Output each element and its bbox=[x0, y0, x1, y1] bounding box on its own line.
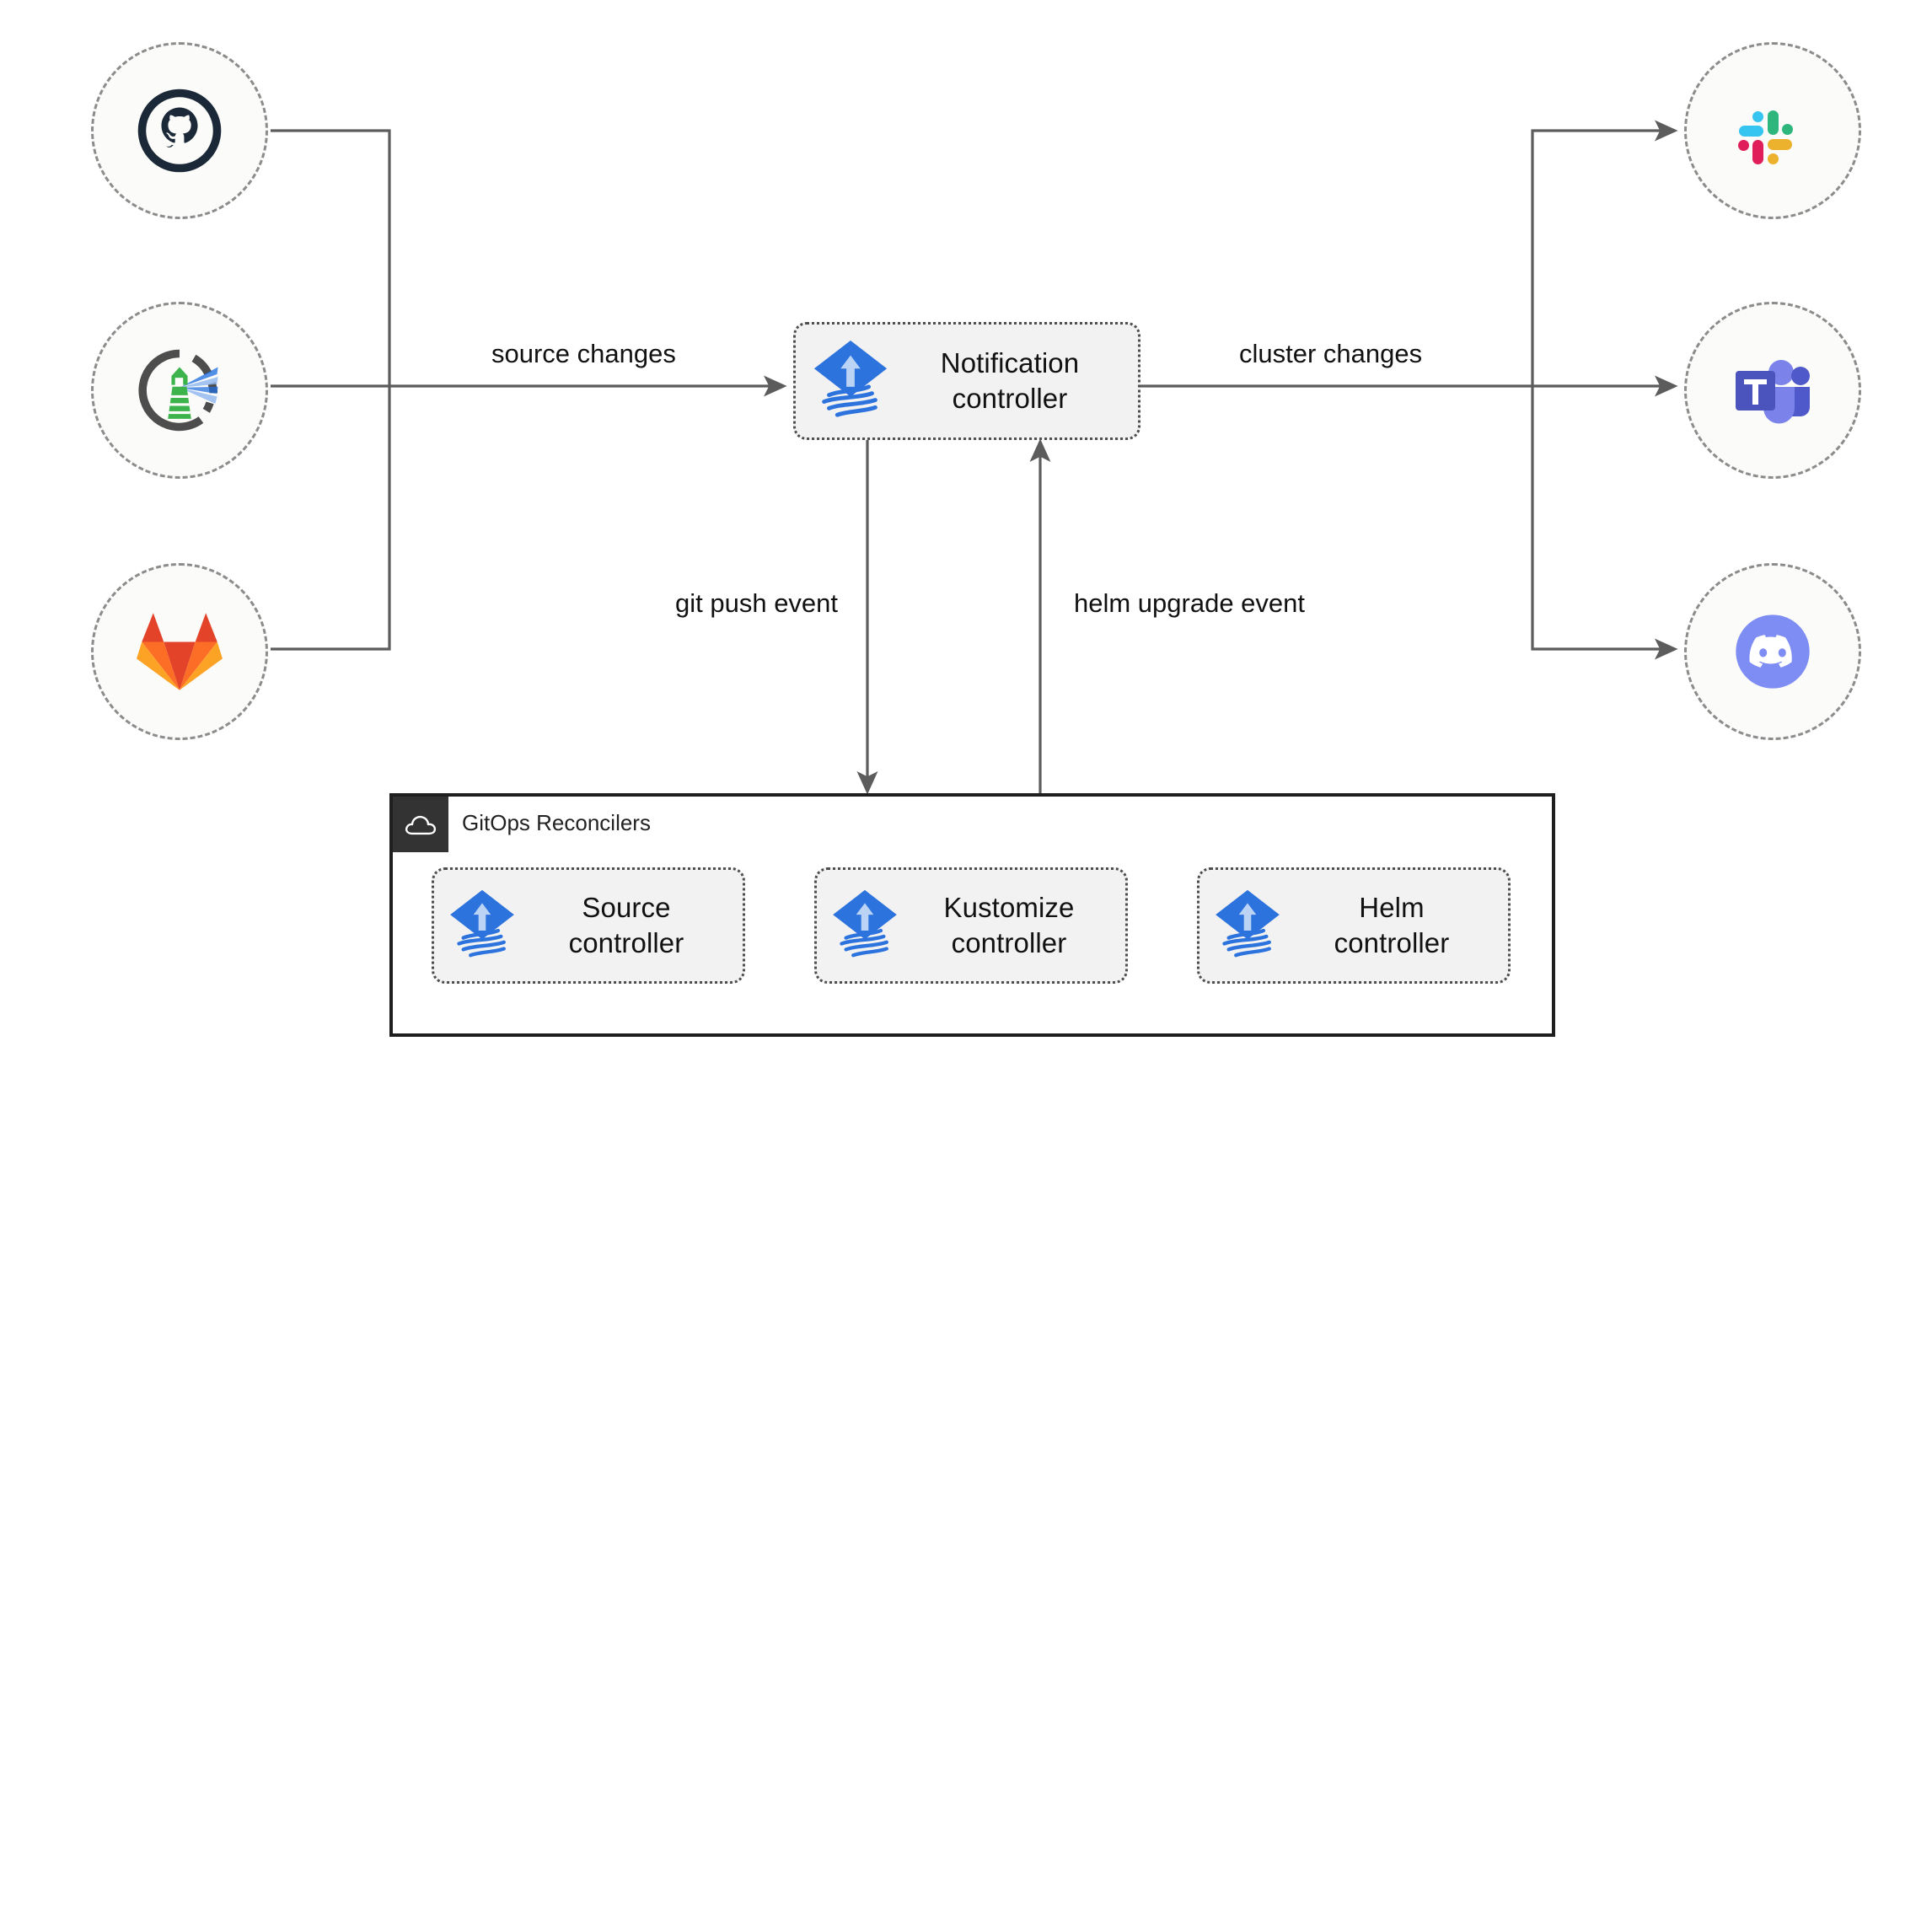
edge-sources-to-notification bbox=[271, 129, 787, 651]
discord-icon bbox=[1736, 614, 1810, 689]
source-node-github[interactable] bbox=[91, 42, 268, 219]
notification-controller-node[interactable]: Notification controller bbox=[793, 322, 1140, 440]
flux-logo-icon-wrap bbox=[829, 887, 901, 964]
teams-circle[interactable] bbox=[1684, 302, 1861, 479]
source-node-flux[interactable] bbox=[91, 302, 268, 479]
teams-icon bbox=[1736, 360, 1810, 424]
cloud-icon bbox=[405, 815, 437, 835]
github-circle[interactable] bbox=[91, 42, 268, 219]
cloud-icon-chip bbox=[393, 797, 448, 852]
github-icon bbox=[137, 89, 222, 173]
flux-logo-icon bbox=[1216, 889, 1280, 958]
edge-label-source-changes: source changes bbox=[491, 339, 676, 368]
slack-circle[interactable] bbox=[1684, 42, 1861, 219]
flux-logo-icon bbox=[813, 340, 888, 417]
discord-circle[interactable] bbox=[1684, 563, 1861, 740]
flux-lighthouse-icon bbox=[138, 349, 218, 432]
notification-controller-label: Notification controller bbox=[940, 347, 1080, 414]
flux-logo-icon-wrap bbox=[809, 337, 892, 425]
target-node-slack[interactable] bbox=[1684, 42, 1861, 219]
edge-label-git-push-event: git push event bbox=[675, 588, 839, 618]
slack-icon bbox=[1738, 110, 1793, 164]
edge-label-cluster-changes: cluster changes bbox=[1239, 339, 1423, 368]
flux-logo-icon bbox=[833, 889, 897, 958]
flux-circle[interactable] bbox=[91, 302, 268, 479]
gitlab-circle[interactable] bbox=[91, 563, 268, 740]
source-controller-label: Source controller bbox=[568, 892, 684, 958]
edge-label-helm-upgrade-event: helm upgrade event bbox=[1074, 588, 1306, 618]
source-controller-node[interactable]: Source controller bbox=[432, 867, 745, 984]
kustomize-controller-label: Kustomize controller bbox=[943, 892, 1075, 958]
flux-logo-icon-wrap bbox=[1211, 887, 1284, 964]
helm-controller-label: Helm controller bbox=[1334, 892, 1450, 958]
flux-logo-icon bbox=[450, 889, 514, 958]
flux-logo-icon-wrap bbox=[446, 887, 518, 964]
kustomize-controller-node[interactable]: Kustomize controller bbox=[814, 867, 1128, 984]
target-node-teams[interactable] bbox=[1684, 302, 1861, 479]
helm-controller-node[interactable]: Helm controller bbox=[1197, 867, 1511, 984]
gitops-group-title: GitOps Reconcilers bbox=[462, 810, 651, 835]
target-node-discord[interactable] bbox=[1684, 563, 1861, 740]
edge-notification-to-targets bbox=[1140, 120, 1678, 660]
gitlab-icon bbox=[137, 613, 223, 690]
source-node-gitlab[interactable] bbox=[91, 563, 268, 740]
